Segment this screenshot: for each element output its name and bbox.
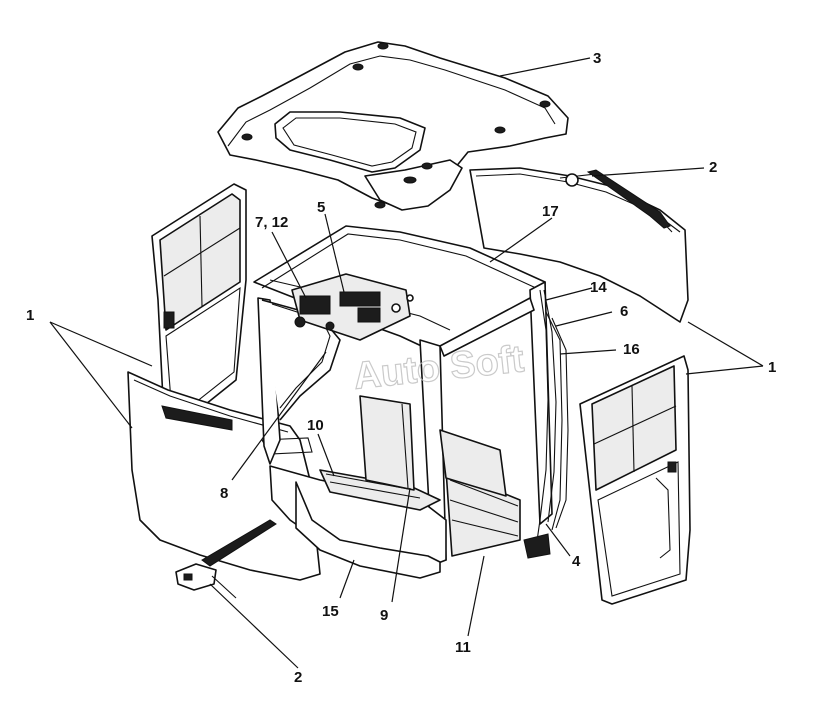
cab-frame: [253, 225, 553, 579]
callout-2-top: 2: [709, 159, 717, 176]
callout-11: 11: [455, 639, 471, 656]
callout-1-left: 1: [26, 307, 34, 324]
left-door: [151, 183, 247, 426]
control-panel: [291, 273, 414, 341]
callout-4: 4: [572, 553, 581, 570]
callout-15: 15: [322, 603, 339, 620]
right-door: [579, 355, 691, 605]
callout-labels: 1 1 2 2 3 4 5 6 7, 12 8 9 10 11 14 15 16…: [26, 50, 776, 686]
front-wiper: [175, 519, 277, 599]
callout-2-bottom: 2: [294, 669, 302, 686]
callout-14: 14: [590, 279, 607, 296]
callout-8: 8: [220, 485, 228, 502]
rear-wiper: [559, 169, 673, 233]
watermark-text: Auto Soft: [352, 338, 527, 398]
callout-9: 9: [380, 607, 388, 624]
callout-10: 10: [307, 417, 324, 434]
callout-7-12: 7, 12: [255, 214, 288, 231]
callout-6: 6: [620, 303, 628, 320]
callout-3: 3: [593, 50, 601, 67]
callout-16: 16: [623, 341, 640, 358]
callout-5: 5: [317, 199, 325, 216]
roof-panel: [217, 41, 569, 211]
side-hoses: [523, 289, 569, 559]
leader-lines: [49, 57, 764, 669]
callout-1-right: 1: [768, 359, 776, 376]
callout-17: 17: [542, 203, 559, 220]
